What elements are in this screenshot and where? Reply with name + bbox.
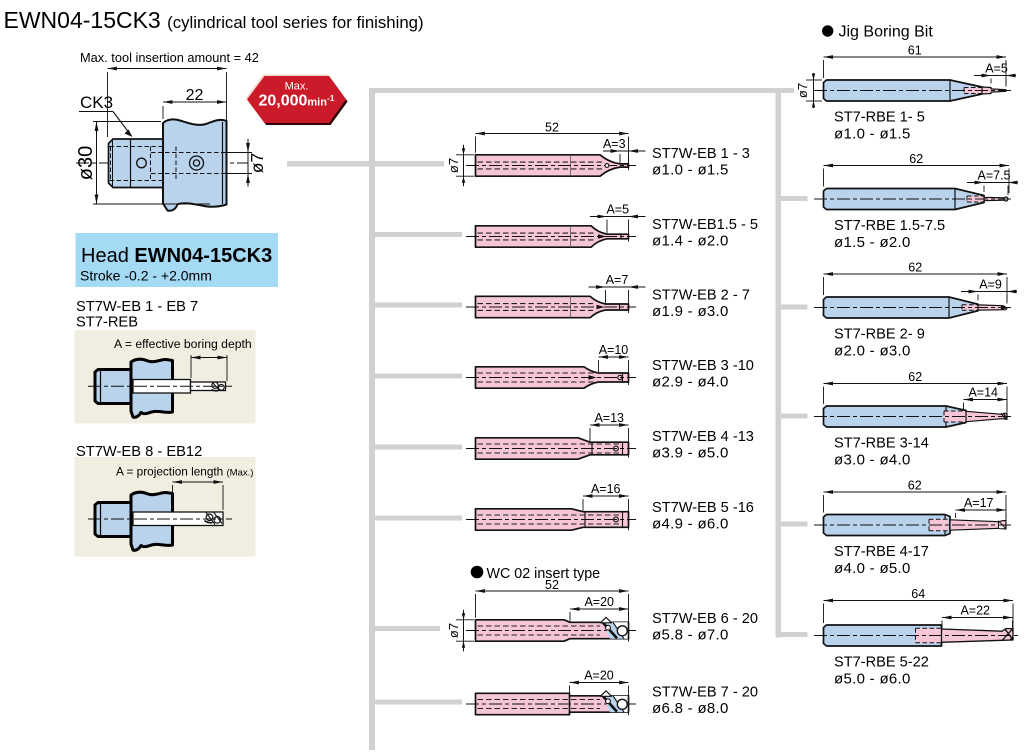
svg-text:52: 52 <box>545 578 559 592</box>
svg-text:ø2.9 - ø4.0: ø2.9 - ø4.0 <box>652 374 729 391</box>
svg-text:ST7W-EB 7 - 20: ST7W-EB 7 - 20 <box>652 685 758 701</box>
svg-text:A = effective boring depth: A = effective boring depth <box>114 337 252 351</box>
svg-text:ST7W-EB 1 - 3: ST7W-EB 1 - 3 <box>652 146 750 162</box>
svg-text:ST7W-EB1.5 - 5: ST7W-EB1.5 - 5 <box>652 217 758 233</box>
svg-text:A=20: A=20 <box>584 595 614 609</box>
svg-text:ø6.8 - ø8.0: ø6.8 - ø8.0 <box>652 700 729 717</box>
svg-text:ø7: ø7 <box>247 153 267 173</box>
svg-text:62: 62 <box>908 261 922 275</box>
svg-text:ST7W-EB 2 - 7: ST7W-EB 2 - 7 <box>652 288 750 304</box>
svg-text:ST7W-EB 3 -10: ST7W-EB 3 -10 <box>652 358 754 374</box>
svg-text:A=20: A=20 <box>584 669 614 683</box>
svg-text:ø1.0 - ø1.5: ø1.0 - ø1.5 <box>834 126 911 143</box>
svg-text:64: 64 <box>911 587 925 601</box>
svg-text:22: 22 <box>186 87 204 104</box>
svg-text:52: 52 <box>545 120 559 134</box>
svg-text:ø1.5 - ø2.0: ø1.5 - ø2.0 <box>834 234 911 251</box>
svg-text:A=7: A=7 <box>606 273 629 287</box>
svg-text:Max.: Max. <box>285 81 309 93</box>
svg-text:ø5.8 - ø7.0: ø5.8 - ø7.0 <box>652 627 729 644</box>
svg-text:ST7-RBE 1- 5: ST7-RBE 1- 5 <box>834 110 925 126</box>
svg-text:ST7-RBE 1.5-7.5: ST7-RBE 1.5-7.5 <box>834 218 945 234</box>
svg-text:ST7-RBE 5-22: ST7-RBE 5-22 <box>834 655 929 671</box>
svg-text:A=17: A=17 <box>964 496 994 510</box>
svg-text:ST7W-EB 6 - 20: ST7W-EB 6 - 20 <box>652 611 758 627</box>
svg-text:ST7-RBE 3-14: ST7-RBE 3-14 <box>834 436 929 452</box>
svg-text:ø4.0 - ø5.0: ø4.0 - ø5.0 <box>834 560 911 577</box>
svg-text:ø1.0 - ø1.5: ø1.0 - ø1.5 <box>652 162 729 179</box>
svg-text:ST7W-EB 1 - EB 7: ST7W-EB 1 - EB 7 <box>76 299 198 315</box>
svg-text:Stroke -0.2 - +2.0mm: Stroke -0.2 - +2.0mm <box>80 268 212 284</box>
svg-text:Max. tool insertion amount = 4: Max. tool insertion amount = 42 <box>80 50 259 65</box>
svg-text:ø1.4 - ø2.0: ø1.4 - ø2.0 <box>652 233 729 250</box>
svg-text:ST7-RBE 2- 9: ST7-RBE 2- 9 <box>834 327 925 343</box>
svg-text:20,000min-1: 20,000min-1 <box>258 93 334 110</box>
svg-text:62: 62 <box>908 479 922 493</box>
svg-text:ø2.0 - ø3.0: ø2.0 - ø3.0 <box>834 343 911 360</box>
svg-text:ø7: ø7 <box>446 623 461 638</box>
svg-text:ø4.9 - ø6.0: ø4.9 - ø6.0 <box>652 516 729 533</box>
svg-text:ST7W-EB 4 -13: ST7W-EB 4 -13 <box>652 429 754 445</box>
svg-text:A=16: A=16 <box>591 482 621 496</box>
svg-text:Jig Boring Bit: Jig Boring Bit <box>839 24 934 41</box>
svg-text:ST7-REB: ST7-REB <box>76 315 138 331</box>
svg-text:ø3.9 - ø5.0: ø3.9 - ø5.0 <box>652 445 729 462</box>
svg-text:ø3.0 - ø4.0: ø3.0 - ø4.0 <box>834 452 911 469</box>
svg-text:A=5: A=5 <box>985 62 1008 76</box>
svg-text:ø7: ø7 <box>446 158 461 173</box>
svg-text:A=13: A=13 <box>594 411 624 425</box>
svg-text:A=14: A=14 <box>968 386 998 400</box>
svg-text:A=22: A=22 <box>960 604 990 618</box>
svg-text:A = projection length (Max.): A = projection length (Max.) <box>116 465 253 479</box>
svg-text:ST7W-EB 8 - EB12: ST7W-EB 8 - EB12 <box>76 444 202 460</box>
svg-text:62: 62 <box>908 370 922 384</box>
svg-text:CK3: CK3 <box>80 93 113 112</box>
svg-text:ø30: ø30 <box>75 146 97 180</box>
svg-text:A=10: A=10 <box>599 343 629 357</box>
svg-text:A=3: A=3 <box>603 137 626 151</box>
svg-text:WC 02 insert type: WC 02 insert type <box>487 566 601 582</box>
svg-text:ø7: ø7 <box>795 83 810 98</box>
svg-text:A=7.5: A=7.5 <box>977 169 1010 183</box>
svg-text:ST7-RBE 4-17: ST7-RBE 4-17 <box>834 544 929 560</box>
svg-text:62: 62 <box>909 152 923 166</box>
svg-text:A=5: A=5 <box>606 203 629 217</box>
svg-text:61: 61 <box>908 44 922 58</box>
svg-text:ø1.9 - ø3.0: ø1.9 - ø3.0 <box>652 303 729 320</box>
svg-text:ST7W-EB 5 -16: ST7W-EB 5 -16 <box>652 500 754 516</box>
svg-text:Head EWN04-15CK3: Head EWN04-15CK3 <box>81 245 272 267</box>
svg-text:A=9: A=9 <box>979 278 1002 292</box>
svg-text:ø5.0 - ø6.0: ø5.0 - ø6.0 <box>834 671 911 688</box>
